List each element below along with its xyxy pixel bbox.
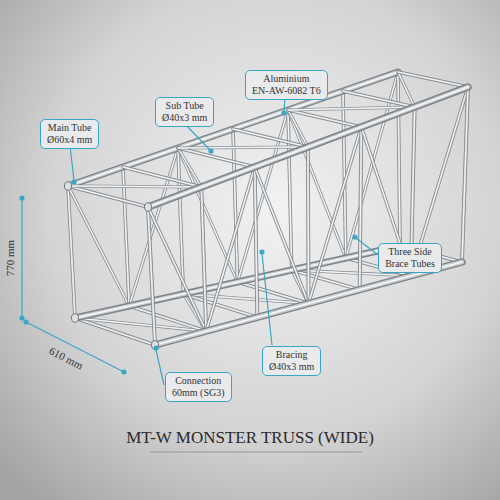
callout-box: Three Side Brace Tubes xyxy=(378,243,442,273)
dimension-label: 770 mm xyxy=(4,240,16,276)
tube xyxy=(462,87,468,262)
tube xyxy=(148,207,155,345)
callout-box: AluminiumEN-AW-6082 T6 xyxy=(245,70,328,100)
connection-end xyxy=(152,341,159,349)
tube xyxy=(206,167,255,331)
tube xyxy=(398,72,415,107)
tube xyxy=(255,167,258,317)
callout-text: EN-AW-6082 T6 xyxy=(252,85,321,97)
tube xyxy=(309,127,362,304)
tube xyxy=(398,72,468,87)
callout-text: Connection xyxy=(172,375,225,387)
tube xyxy=(178,148,238,282)
callout-text: Sub Tube xyxy=(162,100,207,112)
tube xyxy=(308,147,310,304)
tube xyxy=(75,246,400,318)
callout-text: Ø60x4 mm xyxy=(47,134,92,146)
connection-end xyxy=(65,182,72,190)
callout-text: Ø40x3 mm xyxy=(162,112,207,124)
title: MT-W MONSTER TRUSS (WIDE) xyxy=(0,428,500,448)
callout-text: Three Side Brace Tubes xyxy=(385,246,435,270)
tube xyxy=(233,129,308,147)
tube xyxy=(148,87,468,207)
connection-end xyxy=(145,203,152,211)
callout-text: 60mm (SG3) xyxy=(172,387,225,399)
tube xyxy=(68,186,148,207)
tube xyxy=(233,129,238,282)
callout-box: BracingØ40x3 mm xyxy=(262,346,321,376)
tube xyxy=(288,110,361,127)
tube xyxy=(398,72,400,246)
callout-box: Connection60mm (SG3) xyxy=(165,372,232,402)
connection-end xyxy=(72,314,79,322)
tube xyxy=(68,186,75,318)
callout-box: Sub TubeØ40x3 mm xyxy=(155,97,214,127)
tube xyxy=(155,262,462,345)
tube xyxy=(148,207,206,331)
tube xyxy=(360,127,362,290)
callout-text: Bracing xyxy=(269,349,314,361)
callout-text: Aluminium xyxy=(252,73,321,85)
tube xyxy=(343,91,415,107)
tube xyxy=(201,187,206,331)
tube xyxy=(178,147,308,148)
tube xyxy=(288,107,415,110)
callout-text: Ø40x3 mm xyxy=(269,361,314,373)
tube xyxy=(68,186,201,187)
tube xyxy=(255,167,309,304)
tube xyxy=(288,110,292,270)
callout-text: Main Tube xyxy=(47,122,92,134)
tube xyxy=(68,186,129,306)
callout-box: Main TubeØ60x4 mm xyxy=(40,119,99,149)
tube xyxy=(178,148,255,167)
